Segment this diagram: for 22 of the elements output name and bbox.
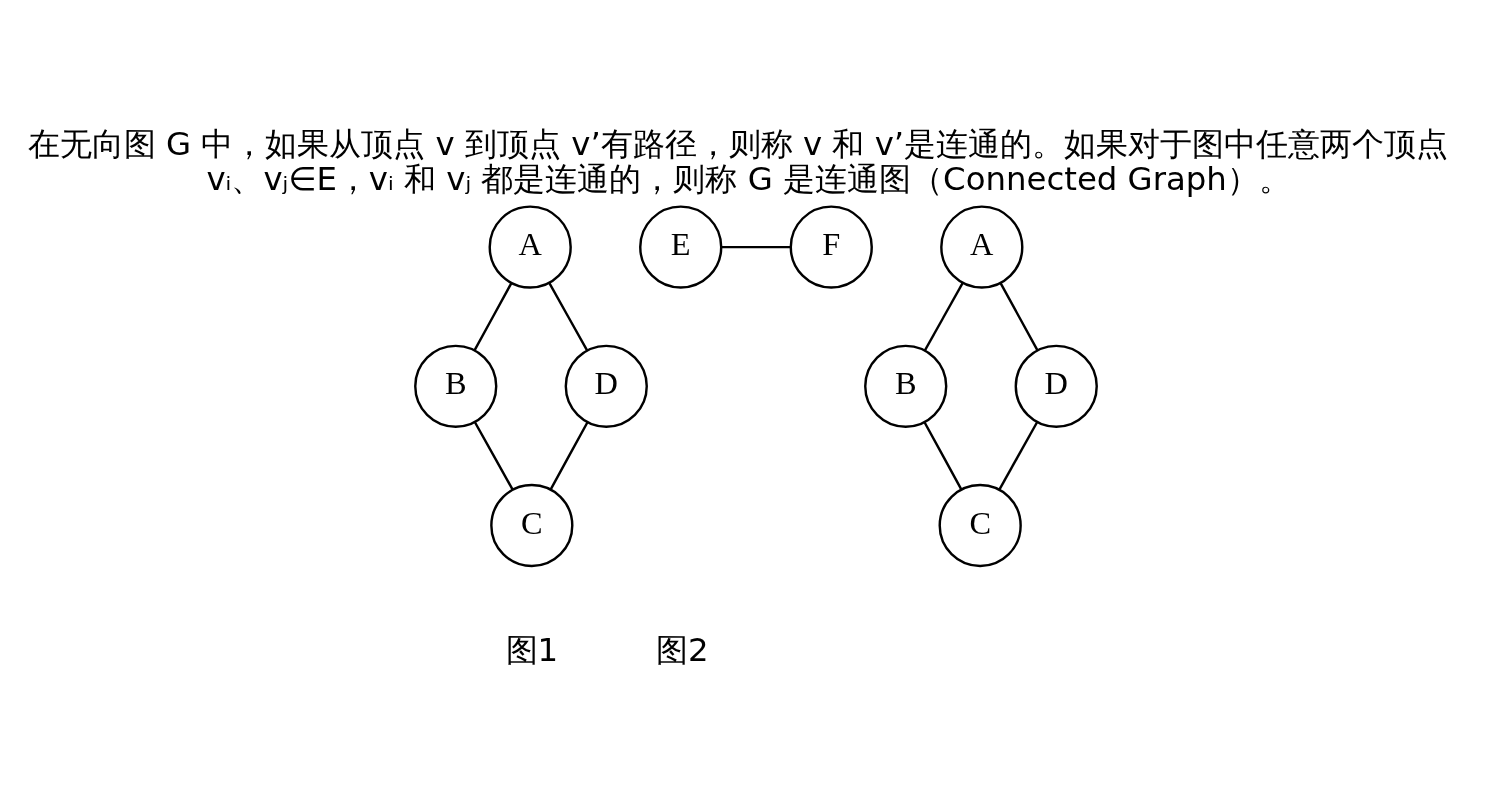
node-circle: F (789, 205, 873, 289)
node-circle: C (938, 483, 1022, 568)
node-circle: B (414, 344, 498, 428)
node-circle: A (940, 205, 1024, 289)
connector (548, 282, 589, 351)
diagram-title: 在无向图 G 中，如果从顶点 v 到顶点 v’有路径，则称 v 和 v’是连通的。如果对于图中任意两个顶点 vᵢ、vⱼ∈E，vᵢ 和 vⱼ 都是连通的，则称 G 是连通图（Connected Graph）。 (27, 124, 1449, 199)
connector (549, 421, 589, 491)
connector (998, 421, 1039, 491)
label: 图2 (656, 631, 709, 670)
connector (473, 421, 514, 491)
connector (923, 282, 964, 351)
label: 图1 (505, 631, 559, 670)
connector (923, 421, 963, 491)
connector (999, 282, 1039, 351)
node-circle: C (490, 483, 574, 568)
node-circle: B (864, 344, 948, 428)
node-circle: A (488, 205, 572, 289)
connector (721, 245, 791, 249)
node-circle: D (1014, 344, 1098, 428)
node-circle: E (639, 205, 723, 289)
node-circle: D (564, 344, 648, 428)
connector (473, 282, 513, 351)
